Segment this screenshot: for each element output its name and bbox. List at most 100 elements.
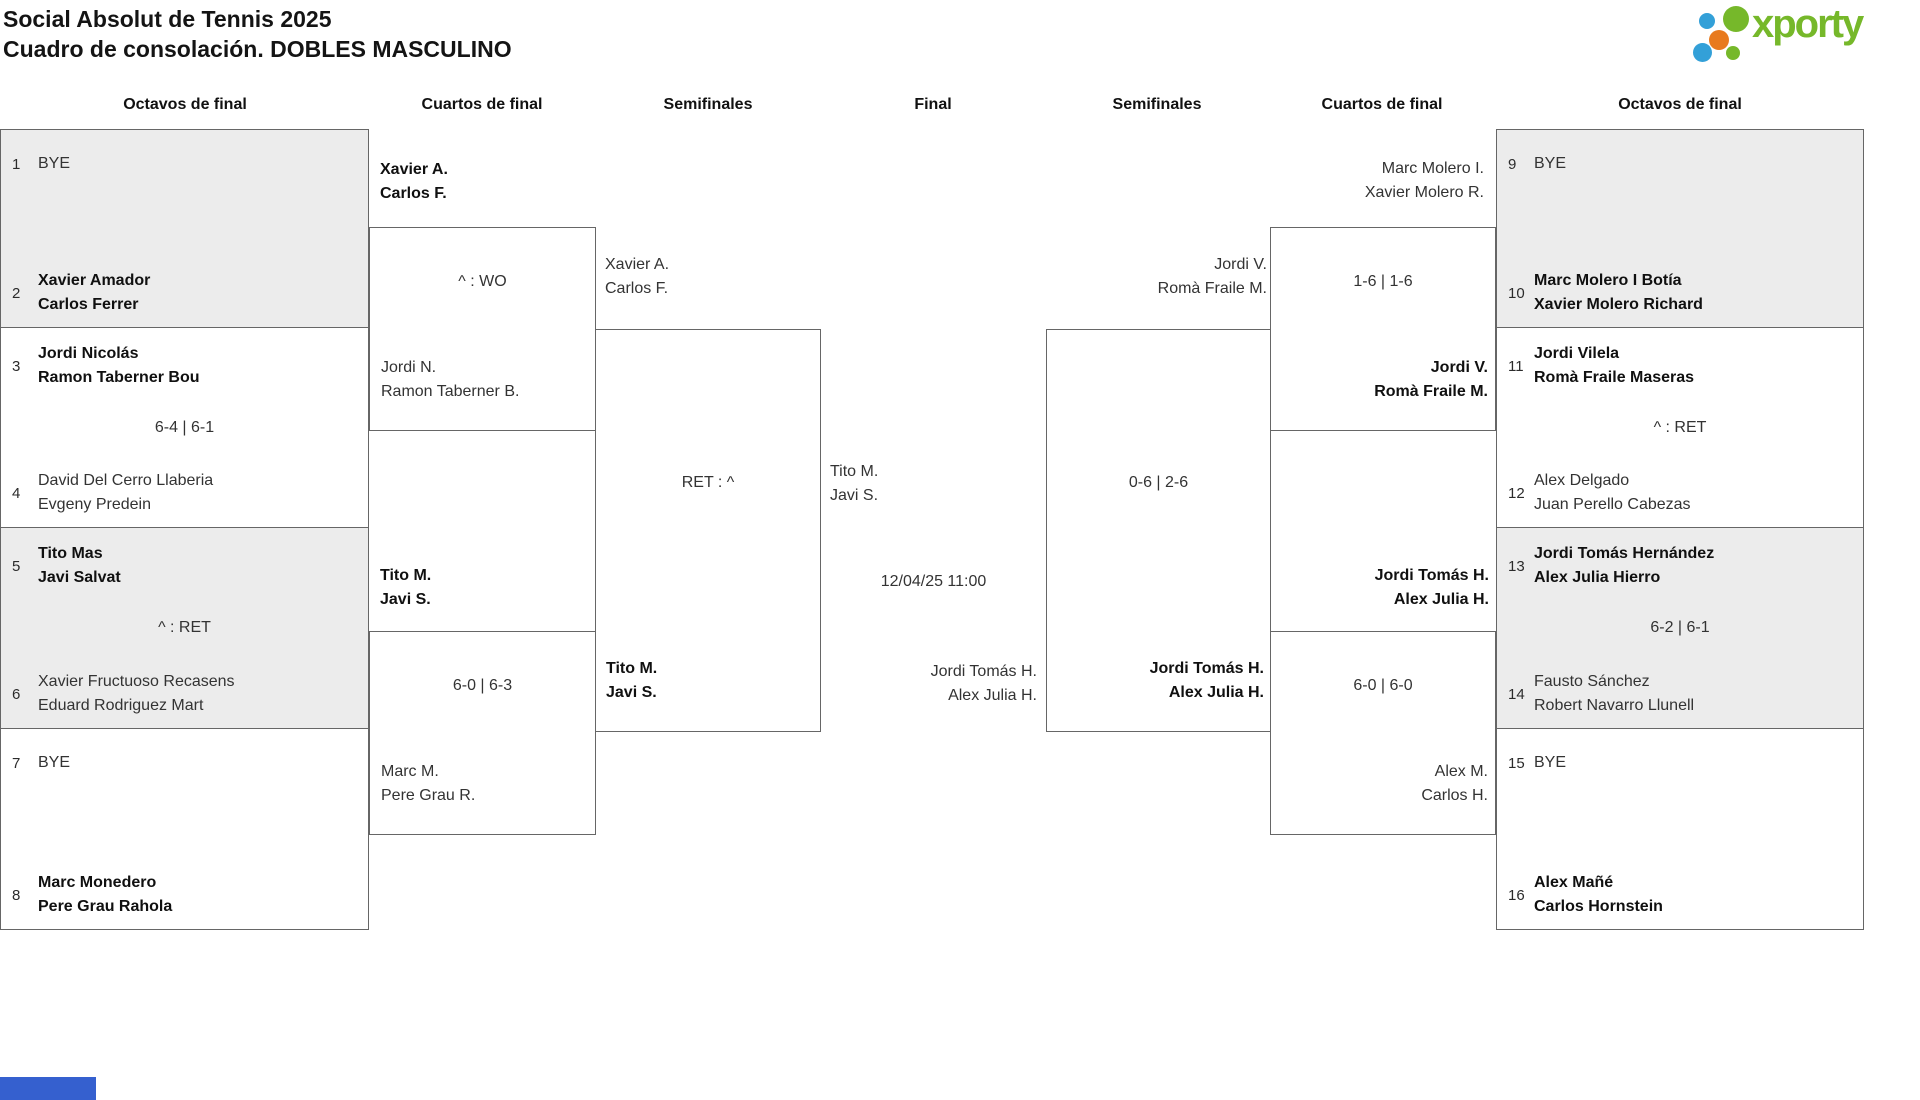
round-header-semis-left: Semifinales	[663, 96, 753, 113]
logo-dot-blue-small-icon	[1699, 13, 1715, 29]
seed-number: 6	[12, 685, 21, 703]
bottom-blue-bar	[0, 1077, 96, 1100]
logo-dot-green-large-icon	[1723, 6, 1749, 32]
qf2-right-advancer: Jordi Tomás H.Alex Julia H.	[1374, 567, 1489, 608]
seed-number: 9	[1508, 155, 1517, 173]
team-names: BYE	[1534, 754, 1567, 771]
bracket-slot-9: 9 BYE	[1497, 152, 1863, 176]
seed-number: 1	[12, 155, 21, 173]
match-box-sf-left: RET : ^ Tito M.Javi S.	[595, 329, 821, 732]
qf2-left-advancer: Tito M.Javi S.	[380, 567, 432, 608]
seed-number: 13	[1508, 557, 1525, 575]
match-score: ^ : RET	[1653, 418, 1707, 436]
final-top-team: Tito M.Javi S.	[830, 463, 879, 504]
logo-dot-orange-icon	[1709, 30, 1729, 50]
seed-number: 8	[12, 886, 21, 904]
team-names: BYE	[38, 754, 71, 771]
match-score: ^ : RET	[158, 619, 211, 636]
seed-number: 16	[1508, 886, 1525, 904]
qf2-left-opponent: Marc M.Pere Grau R.	[381, 763, 476, 804]
match-box-qf2-right: 6-0 | 6-0 Alex M.Carlos H.	[1270, 631, 1496, 835]
qf1-left-opponent: Jordi N.Ramon Taberner B.	[381, 359, 520, 400]
xporty-logo[interactable]: xporty	[1690, 0, 1915, 66]
bracket-slot-7: 7 BYE	[1, 751, 368, 775]
round-header-octavos-right: Octavos de final	[1618, 96, 1742, 113]
seed-number: 4	[12, 484, 21, 502]
sf-right-winner: Jordi Tomás H.Alex Julia H.	[1149, 660, 1264, 701]
match-score: ^ : WO	[458, 273, 507, 290]
seed-number: 5	[12, 557, 21, 575]
match-score: 1-6 | 1-6	[1353, 273, 1413, 290]
seed-number: 12	[1508, 484, 1525, 502]
qf1-right-top-team: Marc Molero I.Xavier Molero R.	[1364, 160, 1484, 201]
seed-number: 15	[1508, 754, 1525, 772]
round-header-semis-right: Semifinales	[1112, 96, 1202, 113]
logo-dot-green-small-icon	[1726, 46, 1740, 60]
logo-text: xporty	[1752, 2, 1864, 46]
round-header-cuartos-right: Cuartos de final	[1321, 96, 1443, 113]
match-score: RET : ^	[681, 474, 735, 491]
seed-number: 7	[12, 754, 21, 772]
sf-left-top-team: Xavier A.Carlos F.	[605, 256, 670, 297]
match-score: 0-6 | 2-6	[1128, 474, 1189, 491]
final-datetime: 12/04/25 11:00	[880, 573, 987, 590]
final-bottom-team: Jordi Tomás H.Alex Julia H.	[930, 663, 1037, 704]
match-score: 6-4 | 6-1	[154, 418, 215, 436]
match-box-qf2-left: 6-0 | 6-3 Marc M.Pere Grau R.	[369, 631, 596, 835]
bracket-slot-1: 1 BYE	[1, 152, 368, 176]
team-names: BYE	[1534, 155, 1567, 172]
match-box-qf1-right: 1-6 | 1-6 Jordi V.Romà Fraile M.	[1270, 227, 1496, 431]
team-names: BYE	[38, 155, 71, 172]
round-header-final: Final	[914, 96, 952, 113]
sf-left-winner: Tito M.Javi S.	[606, 660, 658, 701]
match-score: 6-2 | 6-1	[1650, 619, 1710, 636]
seed-number: 11	[1508, 357, 1524, 375]
seed-number: 2	[12, 284, 21, 302]
round-header-octavos-left: Octavos de final	[123, 96, 247, 113]
round-header-cuartos-left: Cuartos de final	[421, 96, 543, 113]
qf1-right-winner: Jordi V.Romà Fraile M.	[1374, 359, 1488, 400]
draw-name: Cuadro de consolación. DOBLES MASCULINO	[3, 36, 512, 62]
seed-number: 10	[1508, 284, 1525, 302]
logo-dot-blue-large-icon	[1693, 43, 1712, 62]
qf2-right-opponent: Alex M.Carlos H.	[1421, 763, 1488, 804]
page-title: Social Absolut de Tennis 2025 Cuadro de …	[3, 4, 512, 64]
bracket-slot-15: 15 BYE	[1497, 751, 1863, 775]
sf-right-top-team: Jordi V.Romà Fraile M.	[1157, 256, 1267, 297]
match-box-qf1-left: ^ : WO Jordi N.Ramon Taberner B.	[369, 227, 596, 431]
match-score: 6-0 | 6-3	[452, 677, 513, 694]
match-box-sf-right: 0-6 | 2-6 Jordi Tomás H.Alex Julia H.	[1046, 329, 1271, 732]
qf1-left-advancer: Xavier A.Carlos F.	[380, 161, 448, 202]
